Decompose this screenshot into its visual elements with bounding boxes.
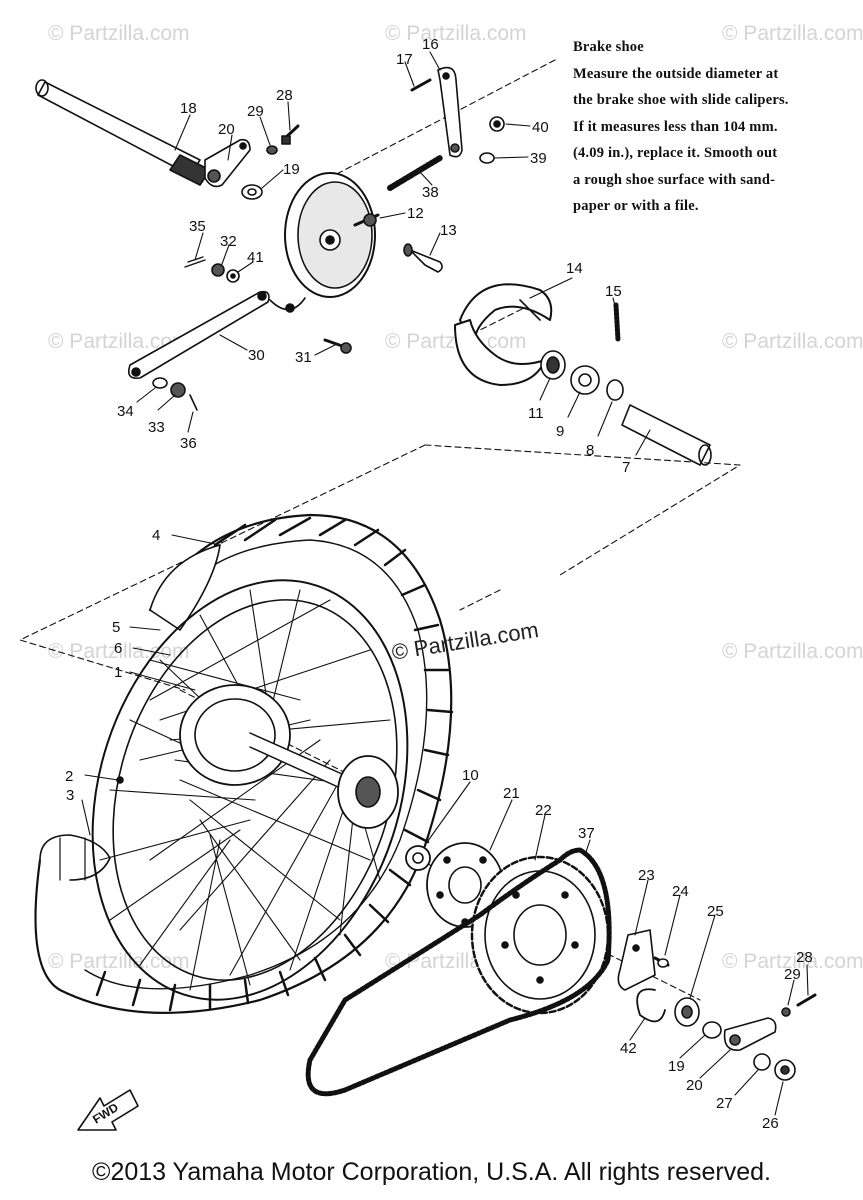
- wheel-rim-1: [91, 579, 409, 1001]
- part-label: 38: [422, 184, 439, 201]
- torque-arm-30: [127, 290, 270, 380]
- part-label: 14: [566, 260, 583, 277]
- part-label: 33: [148, 419, 165, 436]
- brake-shoes-14: [454, 283, 553, 386]
- brake-plate-12: [269, 172, 380, 313]
- hub-1: [179, 684, 399, 829]
- part-label: 5: [112, 619, 120, 636]
- watermark: © Partzilla.com: [722, 22, 863, 45]
- part-label: 25: [707, 903, 724, 920]
- part-label: 27: [716, 1095, 733, 1112]
- sprocket-22: [470, 855, 610, 1015]
- part-label: 42: [620, 1040, 637, 1057]
- part-label: 10: [462, 767, 479, 784]
- note-line: If it measures less than 104 mm.: [573, 118, 778, 135]
- brake-shoe-note: Brake shoe Measure the outside diameter …: [573, 34, 853, 220]
- part-label: 12: [407, 205, 424, 222]
- part-label: 28: [796, 949, 813, 966]
- watermark: © Partzilla.com: [48, 330, 190, 353]
- part-label: 20: [218, 121, 235, 138]
- part-label: 18: [180, 100, 197, 117]
- part-label: 22: [535, 802, 552, 819]
- part-label: 7: [622, 459, 630, 476]
- part-label: 39: [530, 150, 547, 167]
- note-line: the brake shoe with slide calipers.: [573, 92, 789, 108]
- watermark: © Partzilla.com: [722, 330, 863, 353]
- watermark: © Partzilla.com: [722, 640, 863, 663]
- note-line: Measure the outside diameter at: [573, 65, 779, 82]
- part-label: 16: [422, 36, 439, 53]
- part-label: 11: [528, 405, 544, 422]
- part-label: 8: [586, 442, 594, 459]
- part-label: 9: [556, 423, 564, 440]
- part-label: 34: [117, 403, 134, 420]
- chain-37: [305, 847, 612, 1097]
- part-label: 29: [784, 966, 801, 983]
- note-title: Brake shoe: [573, 39, 644, 55]
- part-label: 3: [66, 787, 74, 804]
- part-label: 40: [532, 119, 549, 136]
- part-label: 28: [276, 87, 293, 104]
- part-label: 1: [114, 664, 122, 681]
- part-label: 29: [247, 103, 264, 120]
- part-label: 13: [440, 222, 457, 239]
- part-label: 31: [295, 349, 312, 366]
- part-label: 32: [220, 233, 237, 250]
- axle-18: [35, 79, 211, 186]
- part-label: 21: [503, 785, 520, 802]
- part-label: 37: [578, 825, 595, 842]
- part-label: 20: [686, 1077, 703, 1094]
- fwd-arrow-icon: [77, 1089, 139, 1131]
- part-label: 35: [189, 218, 206, 235]
- part-label: 23: [638, 867, 655, 884]
- watermark: © Partzilla.com: [385, 22, 527, 45]
- note-line: (4.09 in.), replace it. Smooth out: [573, 145, 778, 161]
- part-label: 17: [396, 51, 413, 68]
- part-label: 41: [247, 249, 264, 266]
- part-label: 30: [248, 347, 265, 364]
- part-label: 2: [65, 768, 73, 785]
- watermark: © Partzilla.com: [48, 950, 190, 973]
- part-label: 19: [283, 161, 300, 178]
- part-label: 15: [605, 283, 622, 300]
- part-label: 36: [180, 435, 197, 452]
- leader-lines: [81, 51, 809, 1116]
- note-line: paper or with a file.: [573, 198, 699, 214]
- part-label: 6: [114, 640, 122, 657]
- part-label: 26: [762, 1115, 779, 1132]
- tire-4: [34, 513, 454, 1014]
- part-label: 19: [668, 1058, 685, 1075]
- watermark: © Partzilla.com: [48, 22, 190, 45]
- watermark: © Partzilla.com: [722, 950, 863, 973]
- note-line: a rough shoe surface with sand-: [573, 171, 776, 188]
- watermark: © Partzilla.com: [48, 640, 190, 663]
- part-label: 4: [152, 527, 160, 544]
- chain-adjuster-20: [204, 138, 251, 188]
- part-label: 24: [672, 883, 689, 900]
- copyright-notice: ©2013 Yamaha Motor Corporation, U.S.A. A…: [92, 1158, 771, 1186]
